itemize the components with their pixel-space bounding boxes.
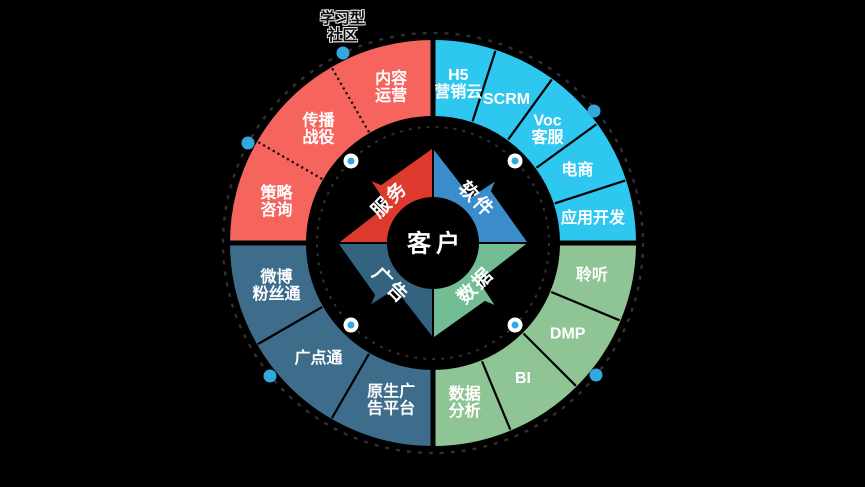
ring-segment-listening (550, 243, 636, 321)
connector-dot (263, 369, 277, 383)
segment-divider (535, 123, 598, 169)
ring-segment-label-communication-campaign: 传播战役 (301, 110, 335, 146)
segment-divider (507, 78, 553, 141)
ring-segment-communication-campaign (257, 67, 370, 180)
outside-label-learning-community: 学习型 社区 (300, 10, 385, 44)
quadrant-marker-dot-center (511, 157, 519, 165)
quadrant-marker-dot-center (511, 321, 519, 329)
ring-segment-bi (481, 332, 577, 431)
ring-segment-content-operation (331, 40, 433, 133)
ring-segment-label-weibo-fensitong: 微博粉丝通 (253, 267, 301, 303)
quadrant-marker-dot-center (347, 157, 355, 165)
segment-divider (257, 306, 323, 345)
ring-segment-voc-customer-service (507, 78, 598, 169)
segment-divider (471, 50, 497, 122)
segment-divider (522, 332, 577, 387)
ring-segment-label-bi: BI (515, 370, 531, 387)
segment-divider (257, 141, 323, 180)
inner-dashed-circle (316, 126, 550, 360)
segment-divider (480, 360, 512, 431)
ring-segment-strategy-consulting (230, 141, 323, 243)
ring-segment-guangdiantong (257, 306, 370, 419)
ring-segment-label-listening: 聆听 (576, 265, 608, 284)
ring-segment-scrm (472, 49, 553, 141)
outside-label-line2: 社区 (327, 27, 358, 44)
ring-segment-label-scrm: SCRM (483, 91, 530, 108)
connector-dot (589, 368, 603, 382)
segment-divider (331, 353, 370, 419)
connector-dot (241, 136, 255, 150)
segment-divider (554, 179, 626, 205)
quadrant-marker-dot-center (347, 321, 355, 329)
center-label: 客户 (407, 230, 465, 258)
center-circle (387, 197, 479, 289)
ring-segment-label-data-analysis: 数据分析 (449, 384, 481, 420)
ring-segment-label-app-development: 应用开发 (561, 208, 626, 227)
ring-segment-h5-marketing-cloud (433, 39, 496, 123)
connector-dot (587, 104, 601, 118)
outer-dashed-circle (221, 31, 645, 455)
ring-segment-label-ecommerce: 电商 (561, 160, 593, 179)
ring-segment-label-native-ad-platform: 原生广告平台 (367, 381, 415, 417)
segment-divider (550, 290, 621, 322)
ring-segment-dmp (522, 291, 621, 387)
connector-dot (336, 46, 350, 60)
ring-segment-app-development (553, 180, 637, 243)
ring-segment-label-dmp: DMP (550, 326, 586, 343)
ring-segment-label-content-operation: 内容运营 (375, 69, 407, 105)
ring-segment-label-strategy-consulting: 策略咨询 (260, 183, 294, 219)
segment-divider (331, 67, 370, 133)
ring-segment-ecommerce (535, 123, 627, 204)
ring-segment-label-guangdiantong: 广点通 (294, 348, 342, 367)
ring-segment-data-analysis (433, 360, 511, 446)
outside-label-line1: 学习型 (319, 10, 365, 27)
